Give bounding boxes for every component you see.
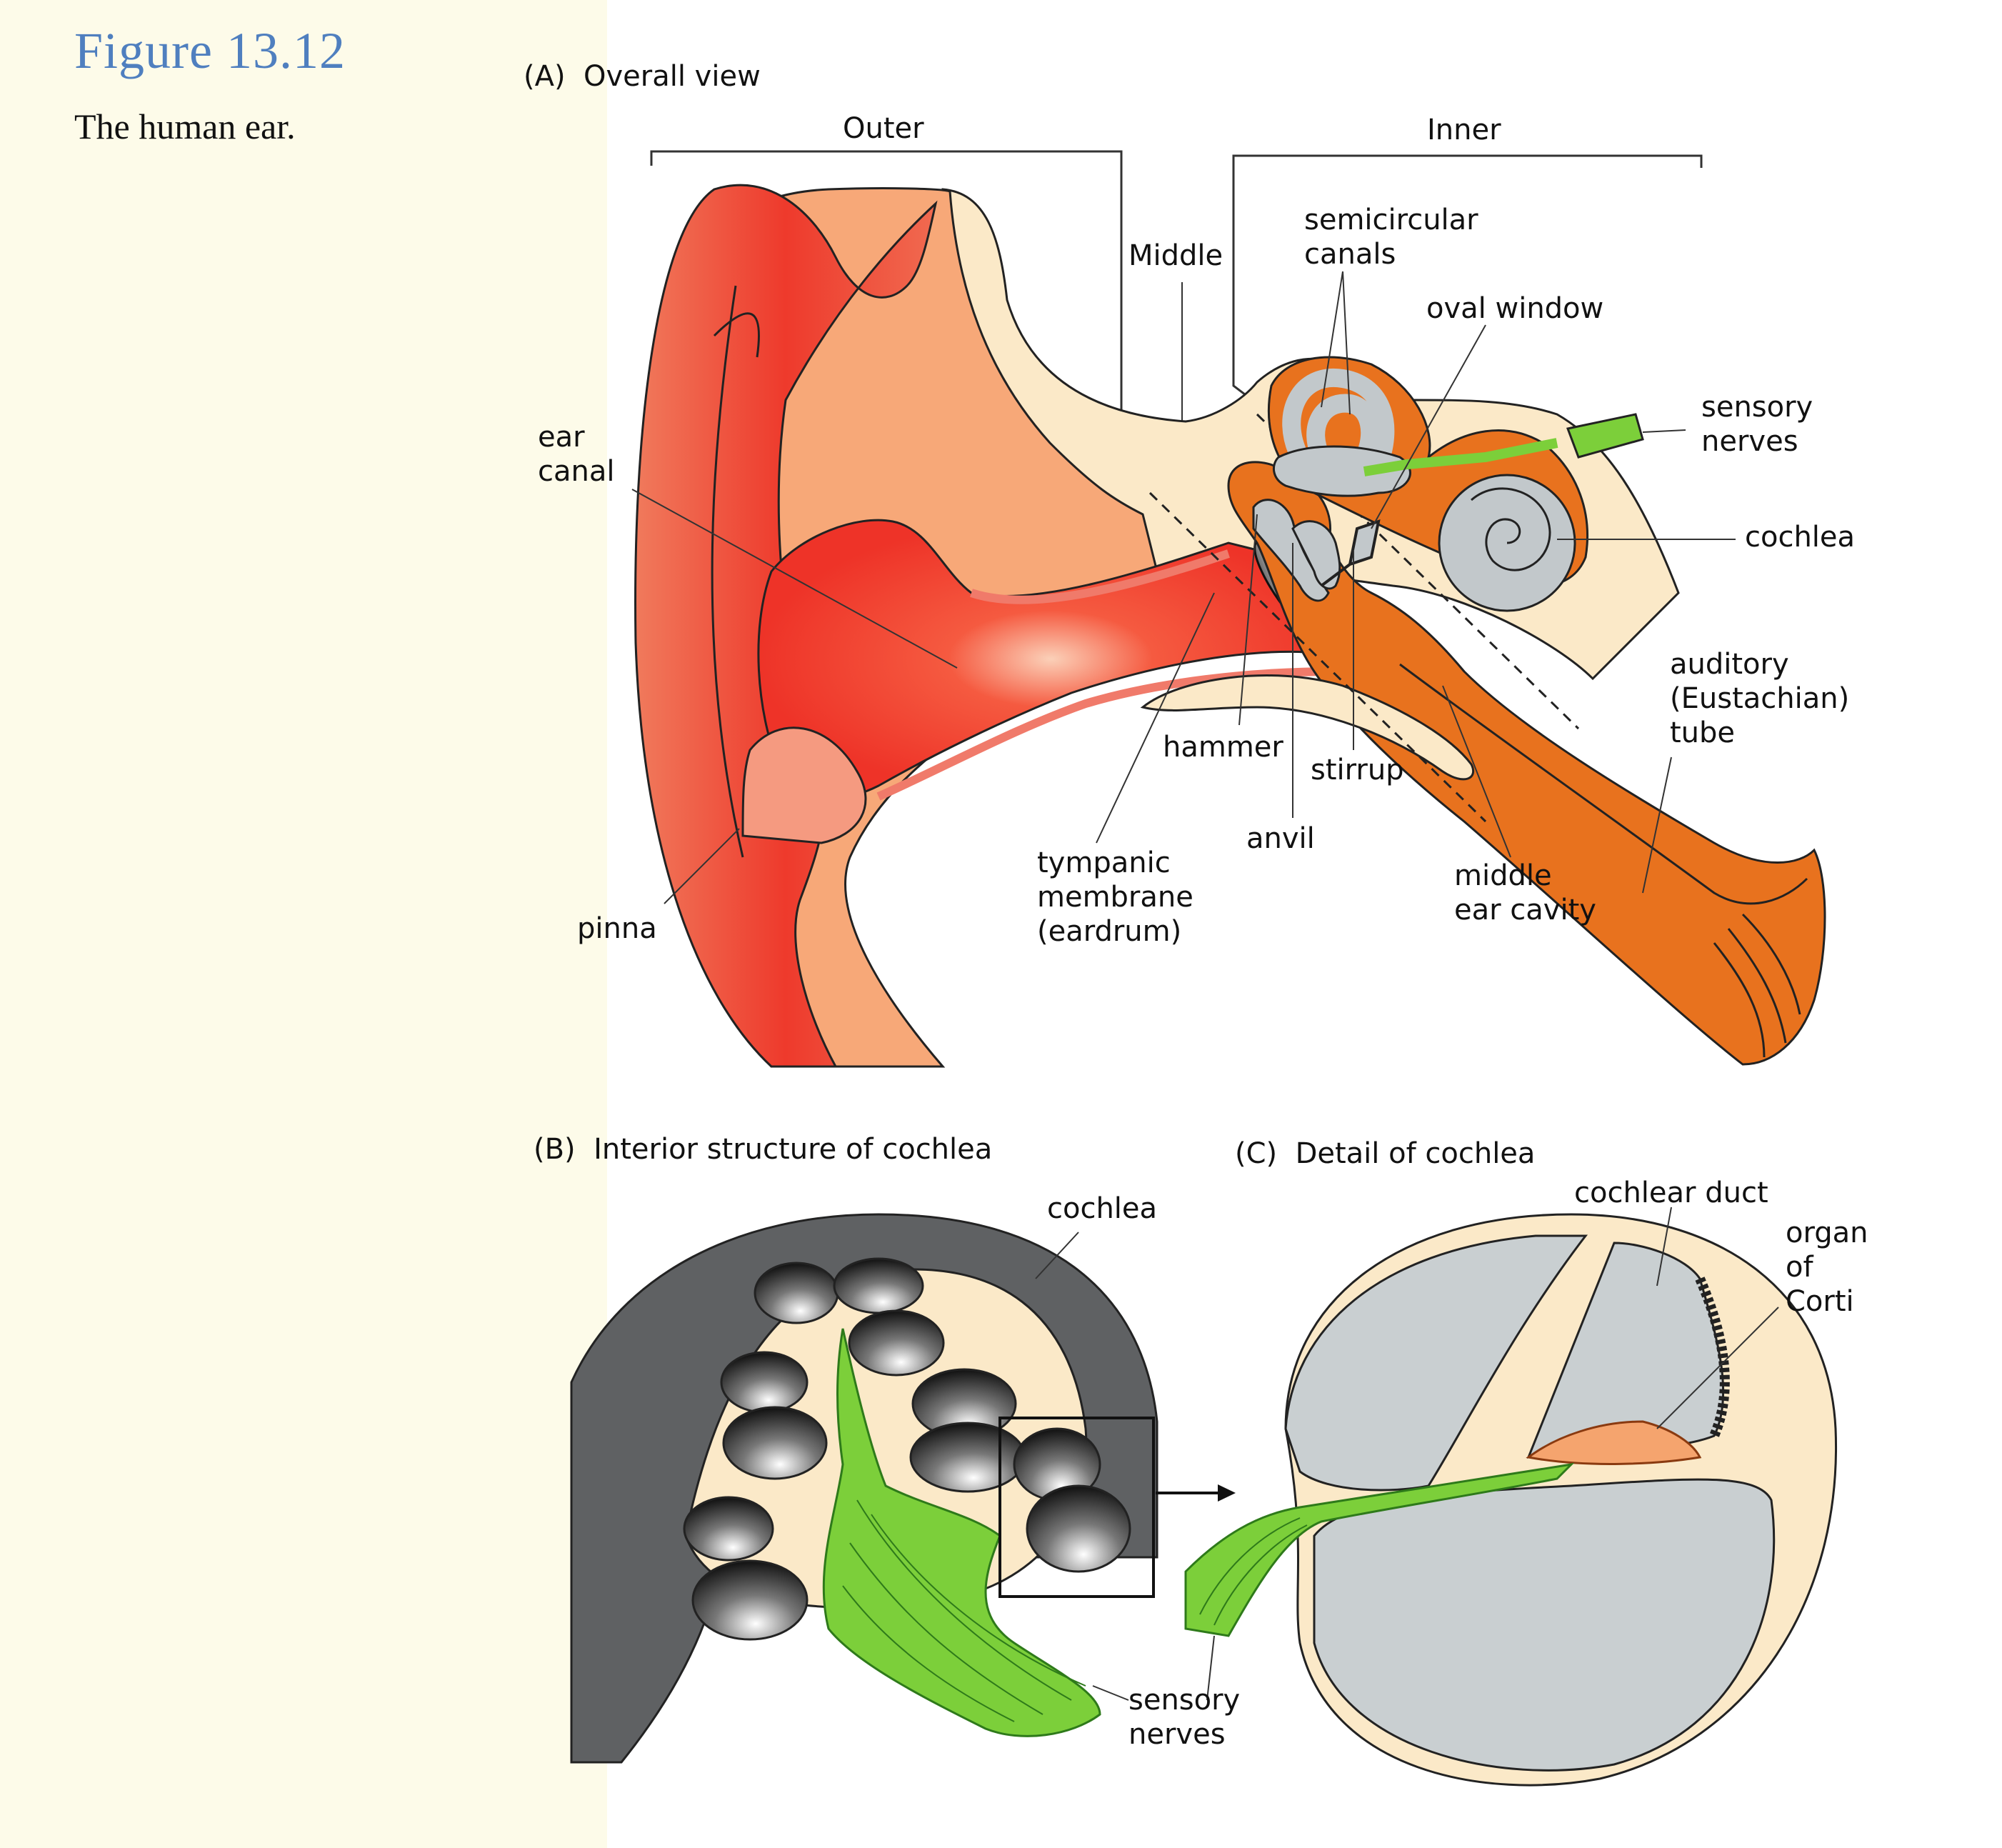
label-cochlea-b: cochlea bbox=[1047, 1192, 1158, 1225]
label-stirrup: stirrup bbox=[1311, 754, 1404, 786]
leader-organ-of-corti bbox=[1656, 1307, 1779, 1429]
leader-oval-window bbox=[1371, 324, 1486, 529]
cochlear-nerve-c bbox=[1184, 1462, 1575, 1637]
leader-hammer bbox=[1238, 514, 1258, 726]
label-ear-canal: ear canal bbox=[538, 421, 615, 488]
chamber bbox=[848, 1309, 945, 1377]
label-sensory-nerves-a: sensory nerves bbox=[1701, 391, 1813, 458]
stria-vascularis bbox=[1695, 1277, 1730, 1438]
label-oval-window: oval window bbox=[1426, 292, 1604, 325]
label-middle-ear-cavity: middle ear cavity bbox=[1454, 859, 1596, 927]
leader-auditory-tube bbox=[1642, 756, 1672, 894]
label-cochlea-a: cochlea bbox=[1745, 521, 1856, 554]
caption-sidebar bbox=[0, 0, 607, 1848]
chamber bbox=[691, 1559, 809, 1641]
label-pinna: pinna bbox=[577, 912, 657, 945]
panel-a-leaders bbox=[631, 271, 1736, 904]
label-tympanic-membrane: tympanic membrane (eardrum) bbox=[1037, 846, 1193, 948]
ear-lobe bbox=[741, 726, 867, 844]
nerve-fibers-b bbox=[842, 1499, 1086, 1722]
figure-number: Figure 13.12 bbox=[74, 22, 346, 79]
panel-a-title: (A) Overall view bbox=[524, 60, 761, 93]
leader-cochlear-duct bbox=[1656, 1207, 1672, 1287]
leader-sensory-nerves bbox=[1642, 429, 1686, 433]
leader-middle-ear-cavity bbox=[1442, 685, 1511, 858]
panel-c-title: (C) Detail of cochlea bbox=[1235, 1137, 1536, 1170]
label-auditory-tube: auditory (Eustachian) tube bbox=[1670, 648, 1850, 749]
cochlea-spiral bbox=[1471, 487, 1551, 571]
leader-cochlea-b bbox=[1035, 1232, 1079, 1279]
middle-ear-cavity bbox=[1140, 674, 1474, 781]
pinna-ridge bbox=[711, 285, 760, 858]
leader-tympanic bbox=[1096, 592, 1215, 844]
leader-sensory-nerves-b bbox=[1092, 1685, 1129, 1701]
cochlear-duct bbox=[1526, 1242, 1725, 1459]
chamber bbox=[909, 1422, 1026, 1493]
chamber bbox=[833, 1257, 924, 1314]
chamber bbox=[722, 1406, 828, 1480]
chamber bbox=[754, 1262, 839, 1324]
region-inner-label: Inner bbox=[1427, 114, 1501, 146]
stirrup-bone bbox=[1320, 519, 1381, 587]
label-anvil: anvil bbox=[1246, 822, 1315, 855]
chamber bbox=[720, 1351, 809, 1414]
organ-of-corti bbox=[1526, 1420, 1702, 1465]
label-hammer: hammer bbox=[1163, 731, 1283, 764]
leader-sensory-nerves-c bbox=[1206, 1635, 1215, 1701]
inner-bracket bbox=[1232, 154, 1703, 405]
eustachian-tube-stripes bbox=[1713, 913, 1801, 1058]
cochlea-chambers bbox=[683, 1257, 1131, 1641]
label-sensory-nerves-b: sensory nerves bbox=[1128, 1684, 1241, 1751]
zoom-box bbox=[999, 1417, 1155, 1598]
label-organ-of-corti: organ of Corti bbox=[1786, 1217, 1868, 1318]
auditory-nerve-bundle bbox=[1566, 413, 1644, 459]
vestibule bbox=[1272, 445, 1411, 497]
figure-caption: The human ear. bbox=[74, 106, 296, 146]
zoom-arrowhead bbox=[1218, 1484, 1236, 1502]
canal-lining bbox=[876, 549, 1336, 801]
label-cochlear-duct: cochlear duct bbox=[1574, 1177, 1768, 1209]
cochlear-nerve-b bbox=[822, 1328, 1101, 1737]
chamber bbox=[1026, 1484, 1131, 1573]
leader-ear-canal bbox=[631, 489, 958, 669]
region-outer-label: Outer bbox=[843, 112, 924, 145]
label-semicircular-canals: semicircular canals bbox=[1304, 204, 1478, 271]
region-middle-label: Middle bbox=[1128, 239, 1223, 272]
outer-middle-boundary bbox=[1148, 491, 1487, 823]
hammer-bone bbox=[1252, 499, 1330, 602]
vestibular-nerve bbox=[1363, 438, 1558, 476]
nerve-fibers-c bbox=[1199, 1517, 1308, 1626]
chamber bbox=[683, 1496, 774, 1562]
leader-pinna bbox=[664, 828, 740, 904]
scala-vestibuli bbox=[1284, 1234, 1588, 1492]
panel-b-title: (B) Interior structure of cochlea bbox=[534, 1133, 993, 1166]
leader-semicircular bbox=[1321, 271, 1351, 415]
